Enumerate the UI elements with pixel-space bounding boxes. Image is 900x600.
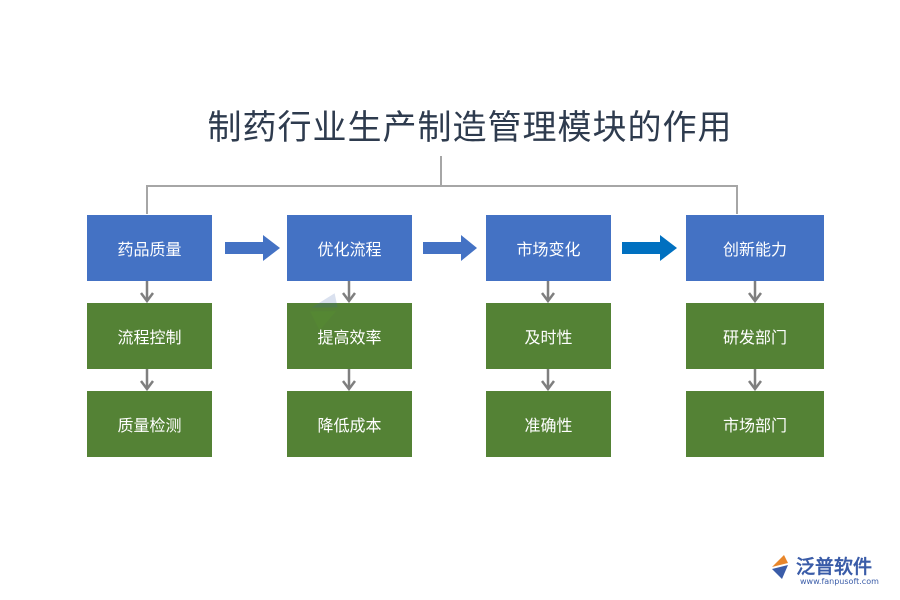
item-box-process-control: 流程控制 [87, 303, 212, 369]
right-arrow-2 [423, 235, 477, 261]
header-box-optimize-process: 优化流程 [287, 215, 412, 281]
brand-name: 泛普软件 [796, 556, 873, 578]
item-box-reduce-cost: 降低成本 [287, 391, 412, 457]
item-box-rnd-dept: 研发部门 [686, 303, 824, 369]
right-arrow-3 [622, 235, 677, 261]
diagram-title: 制药行业生产制造管理模块的作用 [207, 108, 733, 148]
item-box-accuracy: 准确性 [486, 391, 611, 457]
down-arrows [140, 281, 762, 392]
header-box-market-change: 市场变化 [486, 215, 611, 281]
right-arrow-1 [225, 235, 280, 261]
brand-logo: 泛普软件 www.fanpusoft.com [770, 552, 894, 586]
brand-logo-icon [772, 555, 788, 579]
header-box-innovation: 创新能力 [686, 215, 824, 281]
header-box-drug-quality: 药品质量 [87, 215, 212, 281]
item-box-market-dept: 市场部门 [686, 391, 824, 457]
brand-url: www.fanpusoft.com [800, 577, 879, 586]
item-box-improve-efficiency: 提高效率 [287, 303, 412, 369]
item-box-timeliness: 及时性 [486, 303, 611, 369]
title-bracket [146, 185, 738, 214]
item-box-quality-testing: 质量检测 [87, 391, 212, 457]
